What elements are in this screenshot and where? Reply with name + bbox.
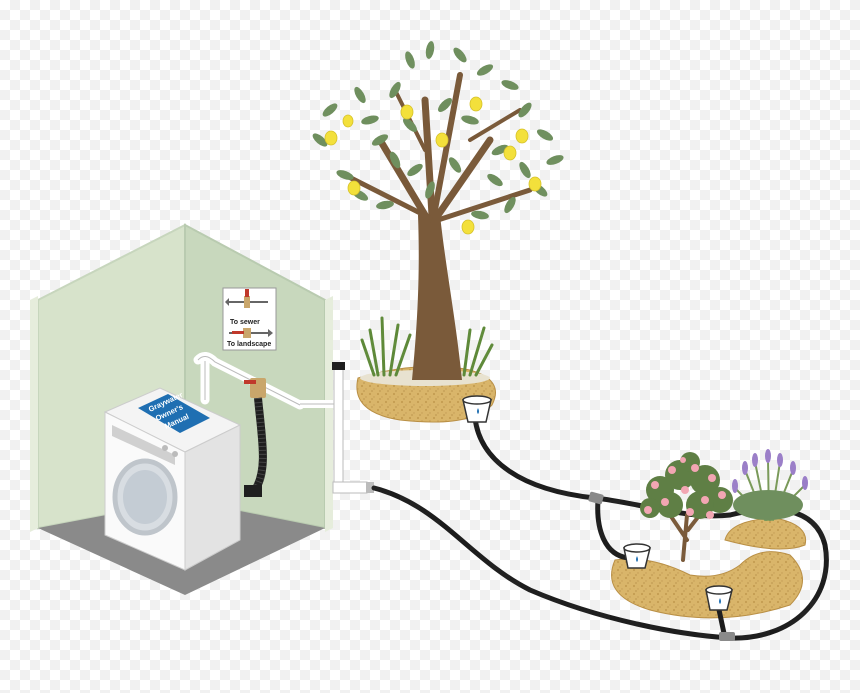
- garden-beds: [611, 517, 807, 619]
- rose-bush: [640, 452, 733, 562]
- room-right-edge: [325, 296, 333, 532]
- rose-outlet-shield: [623, 543, 651, 569]
- tree-trunk: [412, 215, 462, 380]
- tree-canopy: [312, 41, 564, 220]
- lavender-mulch-basin: [724, 517, 807, 550]
- sign-to-sewer-label: To sewer: [230, 319, 260, 326]
- tubing-fittings: [588, 491, 735, 641]
- sign-to-landscape-label: To landscape: [227, 341, 271, 348]
- shrub-mulch-basin: [611, 551, 803, 619]
- tree-outlet-shield: [462, 395, 492, 423]
- lavender-bush: [732, 449, 808, 521]
- rose-branch-line: [595, 497, 631, 561]
- shrub-outlet-shield: [705, 585, 733, 611]
- indoor-plumbing: [193, 352, 374, 497]
- room-left-edge: [30, 296, 38, 532]
- three-way-valve[interactable]: [244, 378, 266, 398]
- owners-manual: Graywater Owner's Manual: [138, 390, 210, 433]
- lemons: [324, 96, 542, 235]
- lemon-tree: [312, 41, 564, 423]
- valve-sign: To sewer To landscape: [222, 287, 277, 351]
